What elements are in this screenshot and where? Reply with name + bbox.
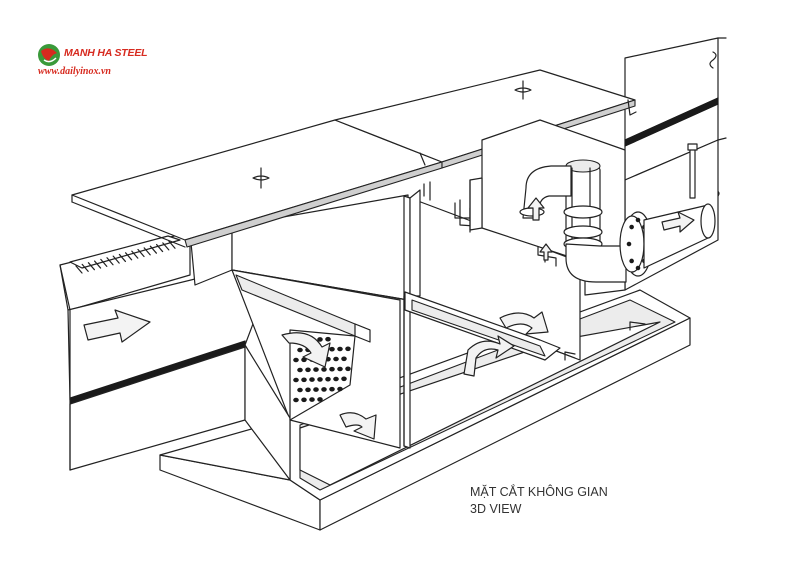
perforation-hole [293, 357, 299, 363]
perforation-hole [329, 386, 335, 392]
diagram-caption: MẶT CẮT KHÔNG GIAN 3D VIEW [470, 484, 608, 518]
perforation-hole [325, 336, 331, 342]
grate-bar [137, 248, 145, 258]
grate-bar [81, 263, 89, 272]
perforation-hole [337, 346, 343, 352]
perforation-hole [305, 367, 311, 373]
grate-bar [149, 245, 157, 254]
perforation-hole [313, 367, 319, 372]
grate-bar [87, 262, 96, 271]
perforation-hole [337, 386, 343, 392]
grate-bar [75, 265, 83, 274]
grate-bar [162, 242, 170, 251]
grate-bar [112, 255, 120, 264]
perforation-hole [321, 387, 327, 392]
perforation-hole [345, 366, 351, 372]
grate-bar [143, 247, 151, 256]
perforation-hole [333, 356, 339, 362]
perforation-hole [309, 377, 315, 382]
flange-bolt [626, 241, 632, 247]
grate-bar [124, 252, 133, 261]
perforated-baffle [235, 274, 371, 421]
perforation-hole [317, 397, 323, 402]
perforation-hole [305, 387, 311, 393]
perforation-hole [321, 367, 327, 372]
inlet-grate [69, 235, 181, 274]
brand-name: MANH HA STEEL [64, 47, 148, 59]
perforation-hole [341, 376, 347, 382]
perforation-hole [317, 377, 323, 382]
perforation-hole [293, 397, 299, 403]
perforation-hole [329, 366, 335, 372]
flange-bolt [629, 224, 634, 230]
perforation-hole [301, 377, 307, 383]
sludge-baffle [404, 291, 561, 361]
grate-bar [168, 240, 176, 249]
flange-bolt [635, 217, 641, 223]
perforation-hole [313, 387, 319, 392]
website-link[interactable]: www.dailyinox.vn [38, 66, 111, 77]
perforation-hole [333, 376, 339, 382]
perforation-hole [345, 346, 351, 352]
grate-bar [106, 257, 114, 266]
perforation-hole [309, 397, 315, 402]
caption-vietnamese: MẶT CẮT KHÔNG GIAN [470, 485, 608, 499]
perforation-hole [301, 397, 307, 403]
brand-logo[interactable]: MANH HA STEEL www.dailyinox.vn [36, 42, 156, 82]
grate-bar [156, 243, 164, 253]
flange-bolt [635, 265, 641, 271]
grate-bar [118, 253, 127, 263]
perforation-hole [293, 377, 299, 383]
grate-bar [100, 258, 108, 267]
caption-english: 3D VIEW [470, 502, 522, 516]
perforation-hole [341, 356, 347, 362]
flow-arrows [83, 197, 695, 440]
perforation-hole [317, 337, 323, 342]
inlet-channel [59, 231, 263, 471]
globe-logo-icon [38, 44, 60, 66]
perforation-hole [325, 376, 331, 382]
perforation-hole [297, 347, 303, 353]
grate-bar [131, 250, 139, 259]
perforation-hole [297, 387, 303, 393]
perforation-hole [337, 366, 343, 372]
flange-bolt [629, 258, 634, 264]
grate-bar [93, 260, 102, 269]
perforation-hole [297, 367, 303, 373]
perforation-hole [329, 346, 335, 352]
